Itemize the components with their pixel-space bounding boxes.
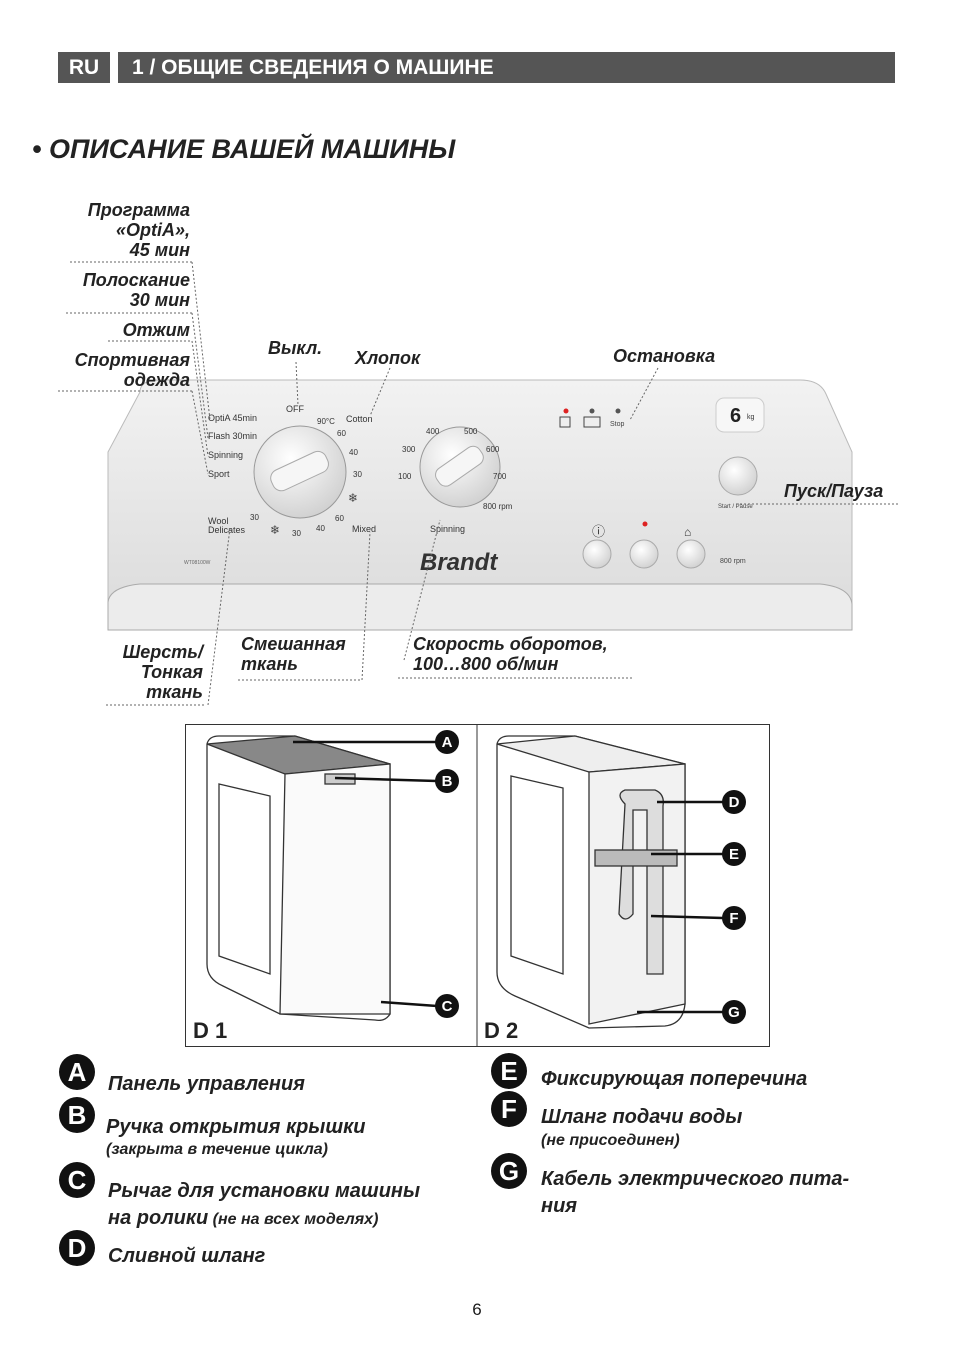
iron-icon: ⌂ — [684, 525, 691, 539]
legend-badge-a: A — [59, 1054, 95, 1090]
dial-40: 40 — [349, 448, 358, 457]
svg-text:B: B — [442, 773, 453, 790]
legend-e: Фиксирующая поперечина — [541, 1068, 808, 1090]
marker-e — [722, 842, 746, 866]
model-number: WT08100W — [184, 560, 211, 566]
language-badge: RU — [58, 52, 110, 83]
control-panel-illustration: OptiA 45min Flash 30min Spinning Sport O… — [107, 379, 853, 631]
speed-300: 300 — [402, 445, 416, 454]
legend-g: Кабель электрического пита- — [541, 1168, 850, 1190]
legend-badge-b: B — [59, 1097, 95, 1133]
svg-text:C: C — [442, 998, 453, 1015]
legend-badge-e: E — [491, 1053, 527, 1089]
capacity-unit: kg — [747, 414, 755, 421]
legend-f-note: (не присоединен) — [541, 1132, 680, 1149]
speed-500: 500 — [464, 427, 478, 436]
marker-b — [435, 769, 459, 793]
indicator-wash — [563, 408, 569, 414]
dial-flash: Flash 30min — [208, 431, 257, 441]
brand-logo: Brandt — [420, 549, 498, 576]
indicator-stop — [615, 408, 621, 414]
legend-b-note: (закрыта в течение цикла) — [106, 1141, 328, 1158]
option-led — [642, 521, 648, 527]
legend-c-line2: на ролики (не на всех моделях) — [108, 1207, 379, 1229]
dial-30c: 30 — [250, 513, 259, 522]
legend-badge-d: D — [59, 1230, 95, 1266]
svg-text:A: A — [442, 734, 453, 751]
dial-delicates: Delicates — [208, 525, 246, 535]
marker-g — [722, 1000, 746, 1024]
info-icon: ⓘ — [592, 524, 605, 539]
speed-400: 400 — [426, 427, 440, 436]
speed-700: 700 — [493, 472, 507, 481]
marker-f — [722, 906, 746, 930]
dial-90: 90°C — [317, 417, 335, 426]
option-button-3[interactable] — [676, 539, 706, 569]
stop-indicator-label: Stop — [610, 421, 625, 428]
dial-wool: Wool — [208, 516, 228, 526]
legend-a: Панель управления — [108, 1073, 305, 1095]
dial-30: 30 — [353, 470, 362, 479]
dial-sport: Sport — [208, 469, 230, 479]
legend-badge-g: G — [491, 1153, 527, 1189]
dial-40b: 40 — [316, 524, 325, 533]
dial-mixed: Mixed — [352, 524, 376, 534]
dial-60b: 60 — [335, 514, 344, 523]
label-speed: Скорость оборотов,100…800 об/мин — [413, 634, 608, 674]
speed-100: 100 — [398, 472, 412, 481]
dial-off: OFF — [286, 404, 304, 414]
page-title: • ОПИСАНИЕ ВАШЕЙ МАШИНЫ — [32, 134, 456, 164]
legend-b: Ручка открытия крышки — [106, 1116, 366, 1138]
svg-text:D: D — [729, 794, 740, 811]
dial-optia: OptiA 45min — [208, 413, 257, 423]
label-off: Выкл. — [268, 338, 323, 358]
dial-cotton: Cotton — [346, 414, 373, 424]
page-number: 6 — [472, 1300, 482, 1319]
svg-text:G: G — [728, 1004, 740, 1021]
speed-600: 600 — [486, 445, 500, 454]
legend-d: Сливной шланг — [108, 1245, 266, 1267]
wash-icon — [559, 416, 571, 428]
label-optia: Программа«OptiA»,45 мин — [87, 200, 190, 260]
option-button-2[interactable] — [629, 539, 659, 569]
section-header: 1 / ОБЩИЕ СВЕДЕНИЯ О МАШИНЕ — [118, 52, 895, 83]
legend-g-line2: ния — [541, 1195, 578, 1217]
marker-c — [435, 994, 459, 1018]
legend-c: Рычаг для установки машины — [108, 1180, 421, 1202]
speed-800: 800 rpm — [483, 502, 513, 511]
cold-icon: ❄ — [270, 523, 280, 537]
svg-text:F: F — [729, 910, 738, 927]
rpm-badge: 800 rpm — [720, 558, 746, 565]
legend-badge-c: C — [59, 1162, 95, 1198]
legend-f: Шланг подачи воды — [541, 1106, 743, 1128]
dial-spinning: Spinning — [208, 450, 243, 460]
marker-a — [435, 730, 459, 754]
speed-spinning: Spinning — [430, 524, 465, 534]
marker-d — [722, 790, 746, 814]
snowflake-icon: ❄ — [348, 491, 358, 505]
capacity-value: 6 — [730, 405, 741, 427]
machine-diagram: A B C D E F G D 1 D 2 — [185, 724, 770, 1047]
option-button-1[interactable] — [582, 539, 612, 569]
start-pause-button[interactable] — [718, 456, 758, 496]
svg-text:E: E — [729, 846, 739, 863]
label-stop: Остановка — [613, 346, 716, 366]
dial-60: 60 — [337, 429, 346, 438]
capacity-window — [715, 397, 765, 433]
indicator-rinse — [589, 408, 595, 414]
label-spin: Отжим — [122, 320, 190, 340]
label-cotton: Хлопок — [355, 348, 421, 368]
rinse-spin-icon — [583, 416, 601, 428]
dial-30b: 30 — [292, 529, 301, 538]
label-start-pause: Пуск/Пауза — [784, 481, 884, 501]
legend-badge-f: F — [491, 1091, 527, 1127]
start-pause-caption: Start / Pause — [718, 504, 753, 510]
diagram-d1-label: D 1 — [193, 1018, 227, 1043]
diagram-d2-label: D 2 — [484, 1018, 518, 1043]
